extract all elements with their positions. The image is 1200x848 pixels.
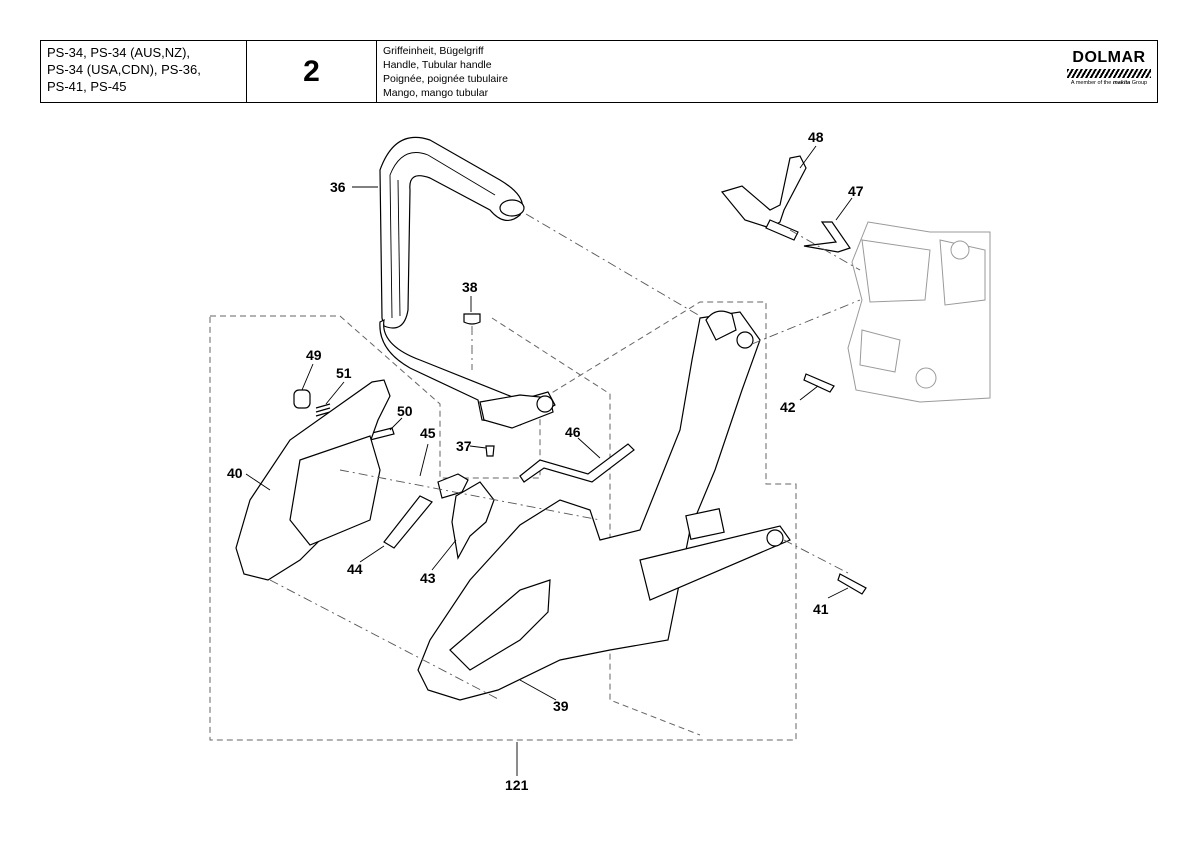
assembly-frame [209,301,797,741]
page-number: 2 [247,41,377,102]
callout-42: 42 [780,399,796,415]
dolmar-logo: DOLMAR A member of the makita Group [1067,49,1151,86]
callout-43: 43 [420,570,436,586]
screw-41 [837,573,867,595]
alignment-line [525,213,701,317]
latch-45 [437,473,469,499]
callout-40: 40 [227,465,243,481]
description-fr: Poignée, poignée tubulaire [383,73,508,85]
callout-45: 45 [420,425,436,441]
screw-37 [485,445,495,457]
engine-housing-ghost [847,221,991,403]
model-list: PS-34, PS-34 (AUS,NZ), PS-34 (USA,CDN), … [41,41,247,102]
alignment-line [339,469,601,521]
callout-37: 37 [456,438,472,454]
callout-39: 39 [553,698,569,714]
rear-handle-39 [417,310,791,701]
model-line: PS-34, PS-34 (AUS,NZ), [47,45,191,60]
description-es: Mango, mango tubular [383,87,489,99]
rod-46 [519,443,635,483]
brand-stripe [1067,69,1151,78]
tagline-prefix: A member of the [1070,80,1112,86]
sleeve-49 [293,389,311,409]
callout-50: 50 [397,403,413,419]
callout-48: 48 [808,129,824,145]
callout-49: 49 [306,347,322,363]
tagline-suffix: Group [1131,80,1148,86]
clip-47 [803,221,851,253]
alignment-line [269,579,501,701]
callout-leaders [245,145,853,776]
strip-44 [383,495,433,549]
alignment-line [751,299,861,345]
callout-41: 41 [813,601,829,617]
callout-47: 47 [848,183,864,199]
callout-44: 44 [347,561,363,577]
callout-36: 36 [330,179,346,195]
callout-38: 38 [462,279,478,295]
description-de: Griffeinheit, Bügelgriff [383,45,484,57]
brand-tagline: A member of the makita Group [1067,80,1151,86]
part-description: Griffeinheit, Bügelgriff Handle, Tubular… [377,41,1157,102]
callout-121: 121 [505,777,529,793]
title-block: PS-34, PS-34 (AUS,NZ), PS-34 (USA,CDN), … [40,40,1158,103]
model-line: PS-34 (USA,CDN), PS-36, [47,62,201,77]
callout-46: 46 [565,424,581,440]
bracket-43 [451,481,495,560]
tubular-handle-36 [379,136,556,429]
model-line: PS-41, PS-45 [47,79,127,94]
cover-40 [235,379,391,581]
makita-mark: makita [1112,80,1131,86]
alignment-line [789,229,861,271]
throttle-lever-48 [720,155,807,241]
screw-42 [803,373,835,393]
buffer-38 [463,313,481,370]
alignment-line [783,539,851,575]
brand-name: DOLMAR [1072,49,1146,66]
callout-51: 51 [336,365,352,381]
description-en: Handle, Tubular handle [383,59,492,71]
